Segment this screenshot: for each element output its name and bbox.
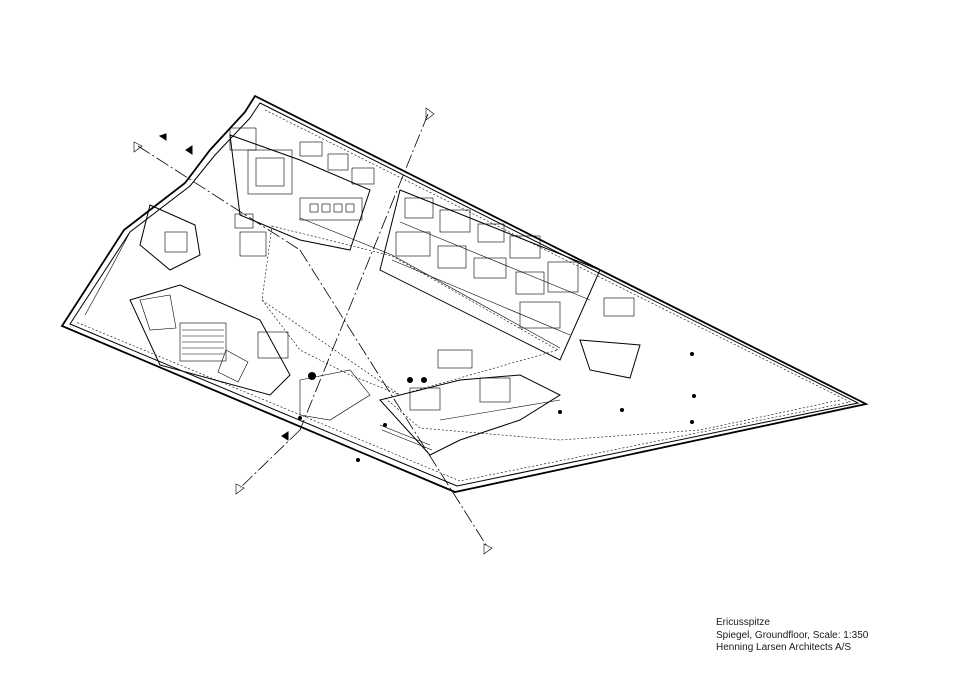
section-markers bbox=[133, 107, 493, 555]
drawing-title: Spiegel, Groundfloor, Scale: 1:350 bbox=[716, 629, 869, 641]
service-block bbox=[379, 189, 641, 379]
building-perimeter bbox=[60, 94, 869, 493]
architect-name: Henning Larsen Architects A/S bbox=[716, 642, 852, 653]
atrium-outline bbox=[261, 217, 841, 441]
south-wing bbox=[299, 349, 562, 456]
auditorium-block bbox=[84, 204, 291, 396]
project-name: Ericusspitze bbox=[716, 617, 770, 628]
lounge-block bbox=[229, 127, 375, 257]
structural-columns bbox=[298, 352, 696, 462]
section-lines bbox=[137, 113, 489, 549]
title-block: Ericusspitze Spiegel, Groundfloor, Scale… bbox=[716, 617, 868, 655]
